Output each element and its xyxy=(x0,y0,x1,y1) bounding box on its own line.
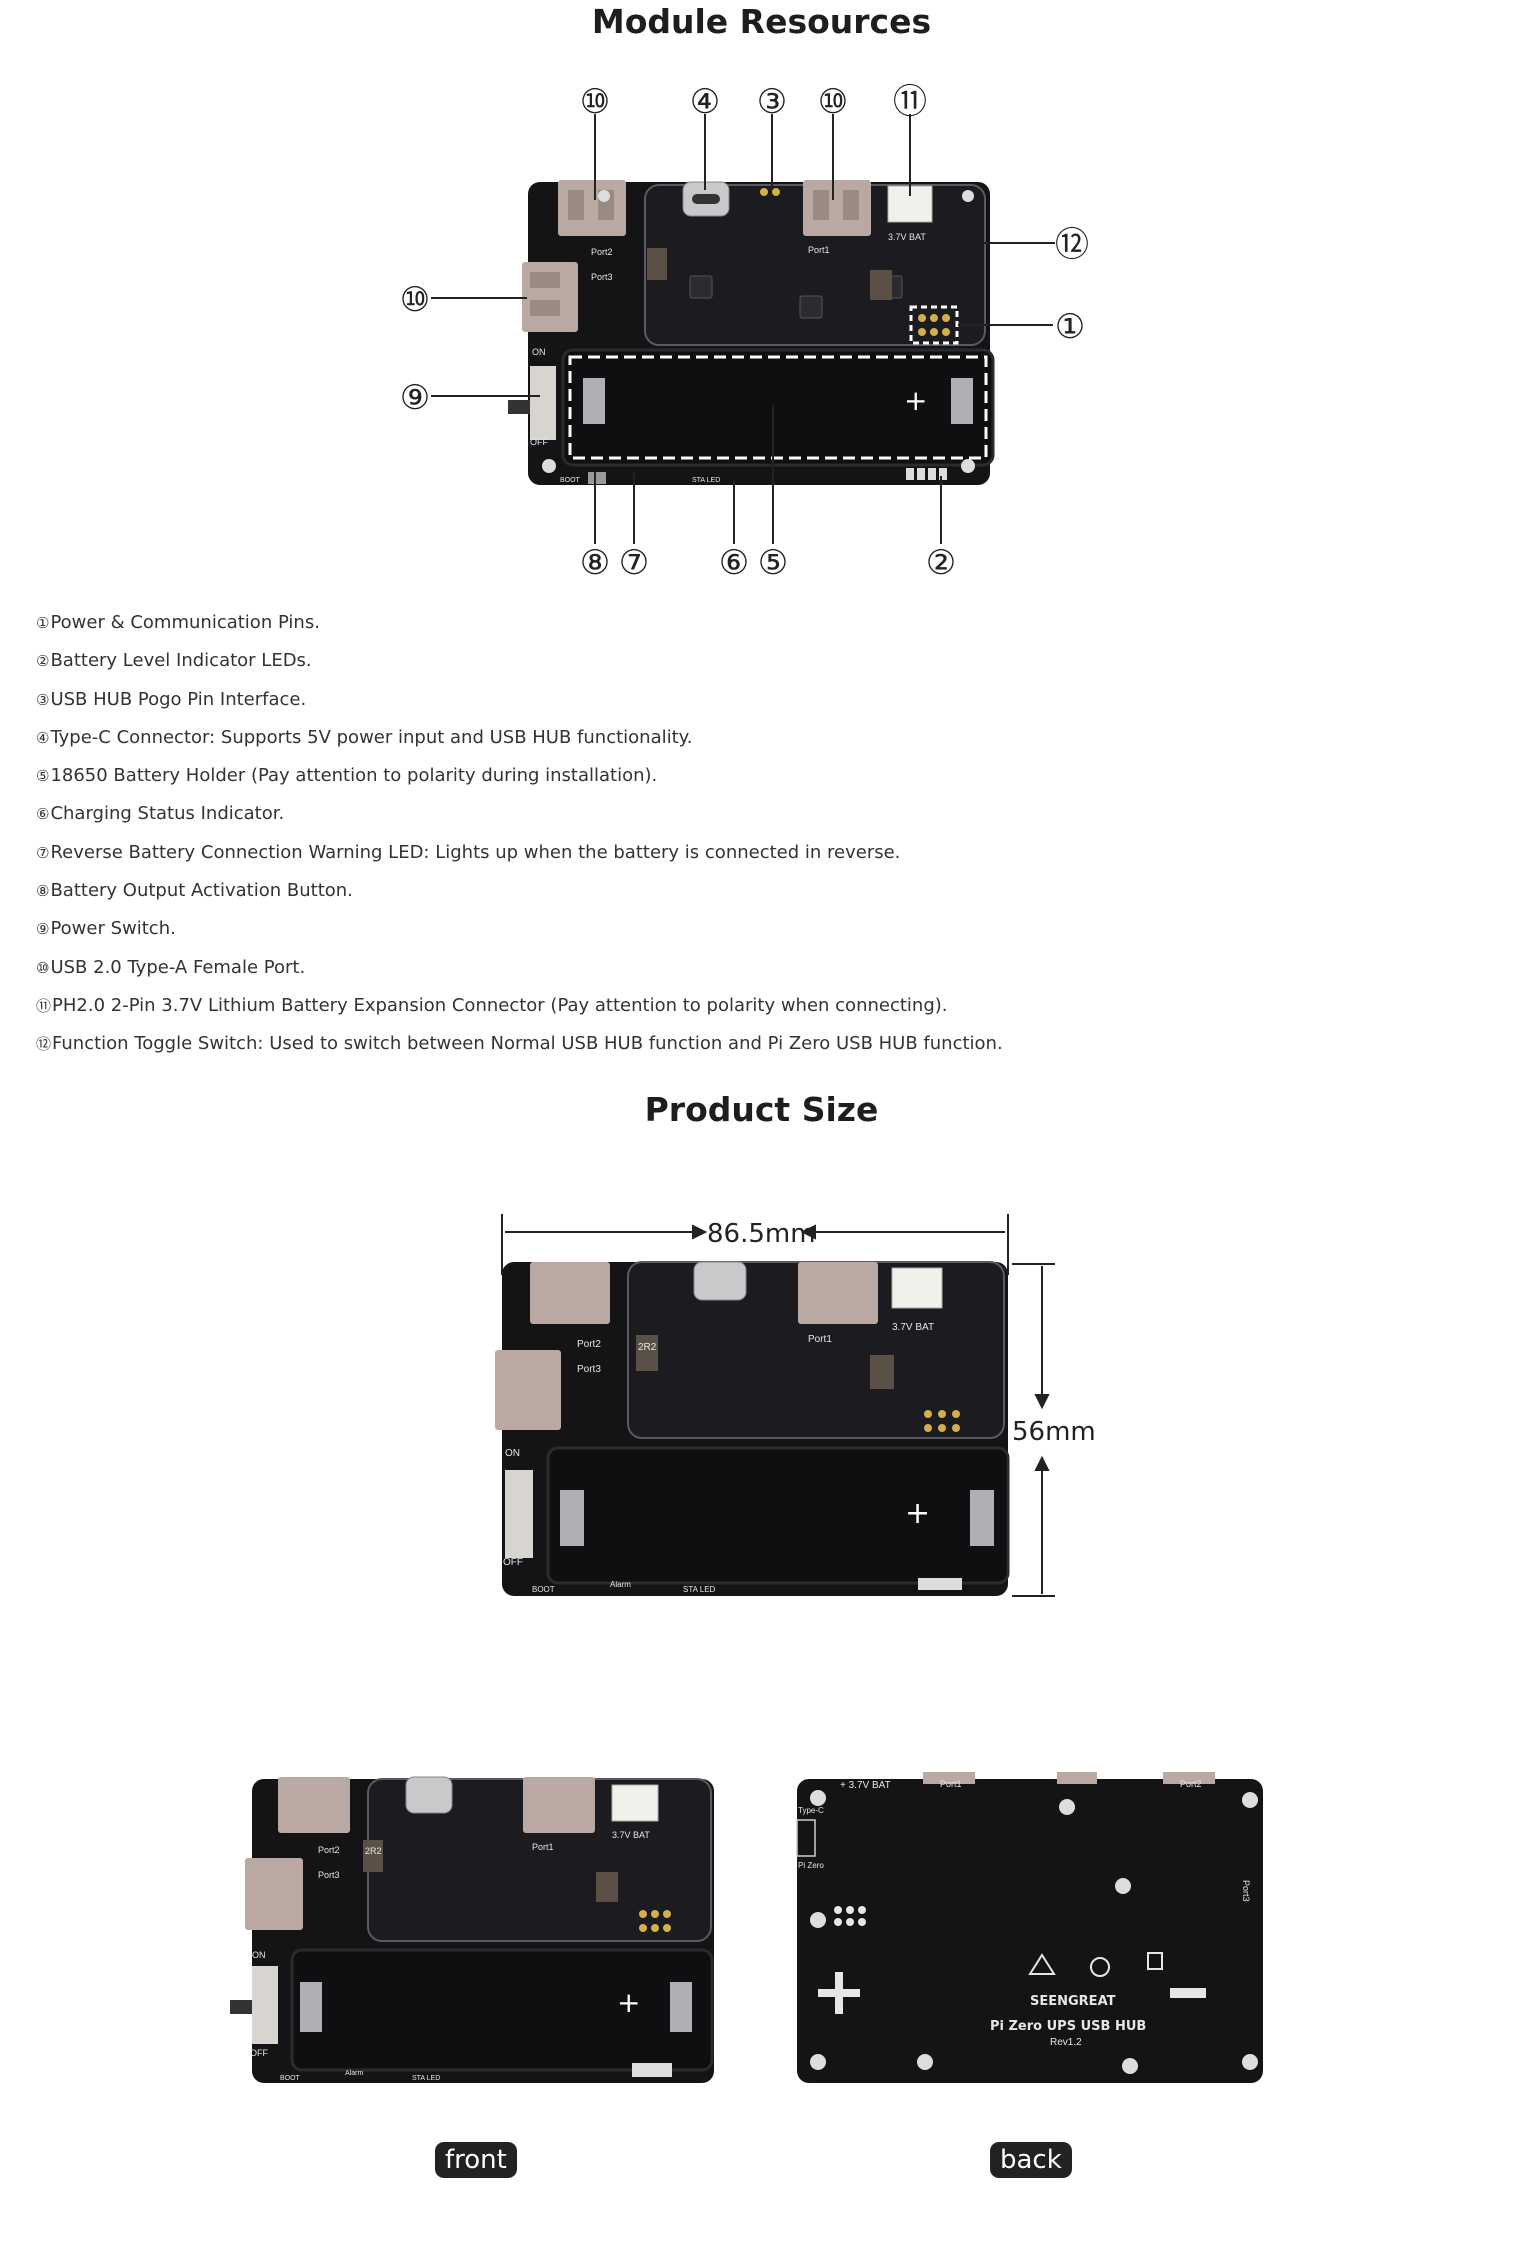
callout-10-a: ⑩ xyxy=(580,82,610,122)
silk-boot: BOOT xyxy=(560,477,581,484)
list-item: ①Power & Communication Pins. xyxy=(36,612,320,633)
front-caption: front xyxy=(435,2142,517,2178)
list-item: ⑥Charging Status Indicator. xyxy=(36,803,285,825)
callout-3: ③ xyxy=(757,82,787,122)
back-photo: + 3.7V BAT Port1 Port2 Type-C Pi Zero Po… xyxy=(796,1772,1263,2083)
silk-port2: Port2 xyxy=(318,1845,340,1855)
silk-port1: Port1 xyxy=(532,1842,554,1852)
callout-1: ① xyxy=(1055,307,1085,347)
front-photo: + Port2 Port3 Port1 3.7V BAT 2R2 ON OFF … xyxy=(230,1776,714,2083)
plus-mark: + xyxy=(617,1986,640,2019)
power-communication-pins xyxy=(909,305,959,345)
silk-port3: Port3 xyxy=(591,272,613,282)
silk-port1: Port1 xyxy=(808,245,830,255)
callout-12: ⑫ xyxy=(1055,225,1089,265)
callout-11: ⑪ xyxy=(893,82,927,122)
product-size-figure: + Port2 Port3 Port1 3.7V BAT 2R2 ON OFF … xyxy=(495,1214,1096,1597)
callout-2: ② xyxy=(926,543,956,580)
list-item: ④Type-C Connector: Supports 5V power inp… xyxy=(36,726,693,748)
silk-boot: BOOT xyxy=(280,2075,301,2082)
dimension-arrows xyxy=(501,1214,1055,1597)
silk-port3: Port3 xyxy=(318,1870,340,1880)
silk-bat: 3.7V BAT xyxy=(888,232,926,242)
silk-port2: Port2 xyxy=(1180,1779,1202,1789)
board-top-view: + Port2 Port3 Port1 3.7V BAT ON OFF BOOT… xyxy=(508,180,995,485)
height-dimension: 56mm xyxy=(1012,1417,1096,1447)
plus-mark: + xyxy=(905,1496,930,1531)
callout-5: ⑤ xyxy=(758,543,788,580)
callout-8: ⑧ xyxy=(580,543,610,580)
product-size-heading: Product Size xyxy=(644,1090,879,1129)
silk-on: ON xyxy=(532,347,546,357)
boot-button xyxy=(588,472,606,484)
callout-10-c: ⑩ xyxy=(400,280,430,320)
module-resources-list: ①Power & Communication Pins. ②Battery Le… xyxy=(36,612,1003,1072)
battery-level-leds xyxy=(906,468,947,480)
silk-bat-back: + 3.7V BAT xyxy=(840,1780,891,1791)
silk-port2: Port2 xyxy=(591,247,613,257)
list-item: ⑧Battery Output Activation Button. xyxy=(36,880,353,902)
silk-port2: Port2 xyxy=(577,1339,601,1350)
silk-sta-led: STA LED xyxy=(683,1585,716,1594)
product-name: Pi Zero UPS USB HUB xyxy=(990,2019,1146,2034)
list-item: ⑫Function Toggle Switch: Used to switch … xyxy=(36,1033,1003,1055)
silk-alarm: Alarm xyxy=(345,2070,363,2077)
power-switch xyxy=(530,366,556,440)
width-dimension: 86.5mm xyxy=(707,1219,816,1249)
silk-port1: Port1 xyxy=(808,1334,832,1345)
brand-logo: SEENGREAT xyxy=(1030,1994,1116,2009)
callout-10-b: ⑩ xyxy=(818,82,848,122)
list-item: ⑪PH2.0 2-Pin 3.7V Lithium Battery Expans… xyxy=(36,994,948,1016)
silk-sta-led: STA LED xyxy=(412,2075,440,2082)
silk-2r2: 2R2 xyxy=(365,1846,382,1856)
callout-9: ⑨ xyxy=(400,378,430,418)
module-resources-figure: + Port2 Port3 Port1 3.7V BAT ON OFF BOOT… xyxy=(400,82,1089,580)
usb-port3 xyxy=(522,262,578,332)
battery-holder: + xyxy=(561,348,995,467)
callout-7: ⑦ xyxy=(619,543,649,580)
silk-alarm: Alarm xyxy=(610,1580,631,1589)
silk-bat: 3.7V BAT xyxy=(612,1830,650,1840)
silk-off: OFF xyxy=(250,2048,268,2058)
list-item: ⑦Reverse Battery Connection Warning LED:… xyxy=(36,841,901,863)
module-resources-heading: Module Resources xyxy=(591,2,932,41)
back-caption: back xyxy=(990,2142,1072,2178)
list-item: ⑤18650 Battery Holder (Pay attention to … xyxy=(36,765,658,787)
list-item: ③USB HUB Pogo Pin Interface. xyxy=(36,688,307,710)
silk-off: OFF xyxy=(530,437,548,447)
board-dimension-view: + Port2 Port3 Port1 3.7V BAT 2R2 ON OFF … xyxy=(495,1261,1010,1596)
silk-sta-led: STA LED xyxy=(692,477,720,484)
silk-bat: 3.7V BAT xyxy=(892,1322,934,1333)
callout-6: ⑥ xyxy=(719,543,749,580)
silk-port3: Port3 xyxy=(1241,1880,1251,1902)
usb-port1 xyxy=(803,180,871,236)
silk-on: ON xyxy=(252,1950,266,1960)
silk-on: ON xyxy=(505,1448,520,1459)
silk-port3: Port3 xyxy=(577,1364,601,1375)
silk-port1: Port1 xyxy=(940,1779,962,1789)
silk-pizero: Pi Zero xyxy=(798,1861,824,1870)
plus-mark: + xyxy=(904,384,927,417)
list-item: ⑨Power Switch. xyxy=(36,918,176,940)
list-item: ⑩USB 2.0 Type-A Female Port. xyxy=(36,956,306,978)
silk-boot: BOOT xyxy=(532,1585,555,1594)
revision-label: Rev1.2 xyxy=(1050,2037,1082,2048)
usb-port2 xyxy=(558,180,626,236)
list-item: ②Battery Level Indicator LEDs. xyxy=(36,650,312,672)
silk-2r2: 2R2 xyxy=(638,1342,657,1353)
leader-lines xyxy=(431,114,1055,544)
silk-off: OFF xyxy=(503,1557,523,1568)
callout-4: ④ xyxy=(690,82,720,122)
silk-typec: Type-C xyxy=(798,1806,824,1815)
